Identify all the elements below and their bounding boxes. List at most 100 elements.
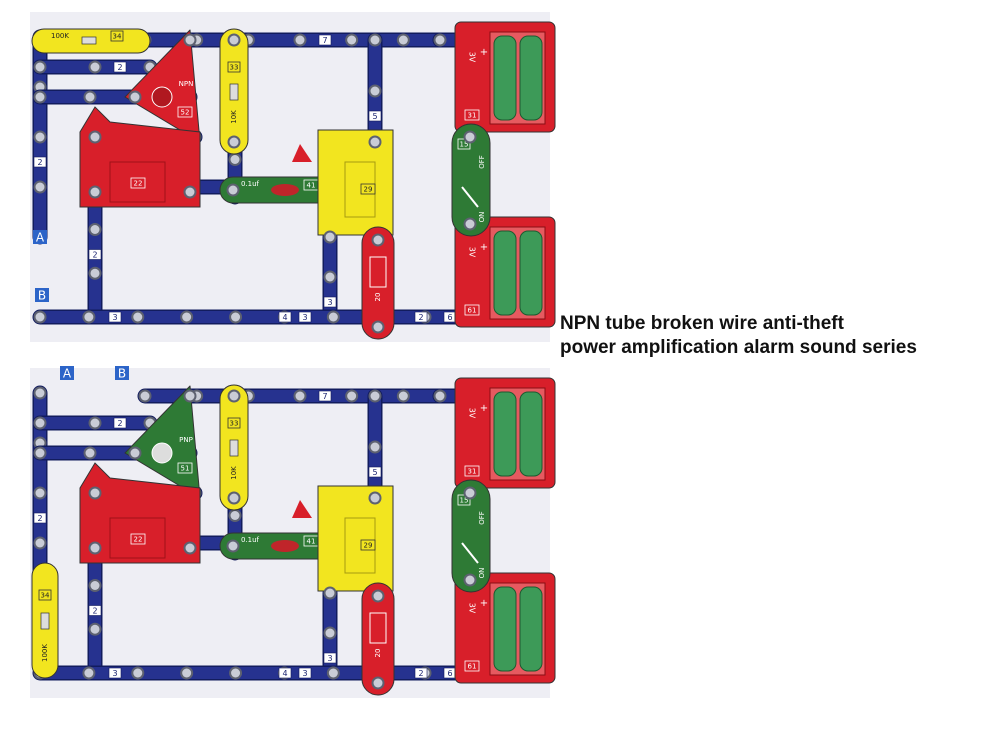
snap-stud-inner (130, 92, 140, 102)
snap-stud-inner (35, 438, 45, 448)
snap-stud-inner (182, 312, 192, 322)
resistor-100k-code: 34 (113, 33, 122, 41)
wire-label: 6 (447, 313, 452, 322)
snap-stud-inner (373, 591, 383, 601)
battery-cell (519, 230, 543, 316)
battery-holder-bottom: 3V+61 (454, 572, 556, 684)
wire-label: 2 (117, 63, 122, 72)
snap-stud-inner (90, 187, 100, 197)
resistor-code-box (110, 30, 124, 42)
battery-plus: + (480, 598, 488, 609)
battery-code: 31 (468, 112, 477, 120)
snap-stud-inner (325, 588, 335, 598)
capacitor-code: 41 (307, 182, 316, 190)
terminal-box (60, 366, 74, 380)
battery-plus: + (480, 403, 488, 414)
wire-label: 2 (92, 607, 97, 616)
resistor-body (229, 83, 239, 101)
speaker-code: 22 (134, 180, 143, 188)
snap-stud-inner (230, 511, 240, 520)
snap-stud-inner (35, 182, 45, 192)
snap-stud-inner (182, 668, 192, 678)
snap-stud-inner (435, 391, 445, 401)
snap-stud-inner (90, 418, 100, 428)
resistor-10k-code: 33 (230, 420, 239, 428)
snap-stud-inner (231, 668, 241, 678)
snap-stud-inner (373, 322, 383, 332)
wire-label: 3 (302, 669, 307, 678)
terminal-label: B (38, 289, 46, 303)
wire-label-box (414, 311, 428, 323)
resistor-body (81, 36, 97, 45)
wire-label: 3 (112, 669, 117, 678)
caption-line-1: NPN tube broken wire anti-theft (560, 313, 844, 334)
snap-stud-inner (35, 448, 45, 458)
ic-code-box (360, 539, 376, 551)
speaker-outline (109, 517, 166, 559)
wire-label-box (414, 667, 428, 679)
battery-cell (493, 35, 517, 121)
resistor-10k-code: 33 (230, 64, 239, 72)
switch-lever (461, 542, 479, 564)
switch-off-label: OFF (478, 155, 486, 169)
snap-stud-inner (370, 137, 380, 147)
snap-stud-inner (85, 92, 95, 102)
wire-label: 2 (117, 419, 122, 428)
coil-code: 20 (374, 293, 382, 302)
pnp-circuit-diagram: 222222725346AB34100KPNP513310K220.1uf412… (30, 366, 556, 698)
wire-label: 2 (92, 251, 97, 260)
snap-stud-inner (373, 235, 383, 245)
snap-stud-inner (370, 391, 380, 401)
battery-code: 61 (468, 307, 477, 315)
resistor-10k-value: 10K (230, 110, 238, 124)
wire-label-box (33, 512, 47, 524)
snap-stud-inner (465, 575, 475, 585)
battery-voltage: 3V (468, 247, 477, 258)
snap-stud-inner (370, 35, 380, 45)
snap-stud-inner (90, 624, 100, 634)
switch-code: 15 (460, 497, 469, 505)
snap-stud-inner (347, 391, 357, 401)
capacitor-code: 41 (307, 538, 316, 546)
snap-stud-inner (35, 92, 45, 102)
snap-stud-inner (84, 668, 94, 678)
switch-lever (461, 186, 479, 208)
wire-label: 3 (327, 654, 332, 663)
snap-stud-inner (84, 312, 94, 322)
resistor-100k-value: 100K (51, 32, 69, 40)
snap-stud-inner (35, 62, 45, 72)
snap-stud-inner (228, 185, 238, 195)
snap-stud-inner (370, 442, 380, 452)
battery-holder-bottom: 3V+61 (454, 216, 556, 328)
wire-label-box (323, 652, 337, 664)
wire-label-box (88, 249, 102, 260)
resistor-100k-value: 100K (41, 644, 49, 662)
wire-label: 4 (282, 313, 287, 322)
coil-code: 20 (374, 649, 382, 658)
snap-stud-inner (133, 668, 143, 678)
snap-stud-inner (370, 86, 380, 96)
snap-stud-inner (140, 391, 150, 401)
switch-off-label: OFF (478, 511, 486, 525)
snap-stud-inner (185, 543, 195, 553)
transistor-symbol (151, 442, 173, 464)
snap-stud-inner (347, 35, 357, 45)
speaker-code: 22 (134, 536, 143, 544)
wire-label: 2 (37, 158, 42, 167)
snap-stud-inner (465, 132, 475, 142)
transistor-code: 52 (181, 109, 190, 117)
snap-stud-inner (465, 488, 475, 498)
snap-stud-inner (35, 418, 45, 428)
wire-label-box (368, 466, 382, 478)
snap-stud-inner (325, 272, 335, 282)
snap-stud-inner (328, 312, 338, 322)
snap-stud-inner (85, 448, 95, 458)
wire-label-box (113, 61, 127, 73)
battery-cell (519, 35, 543, 121)
snap-wire: 2 (32, 415, 158, 431)
snap-stud-inner (228, 541, 238, 551)
snap-stud-inner (35, 82, 45, 92)
snap-stud-inner (90, 225, 100, 234)
